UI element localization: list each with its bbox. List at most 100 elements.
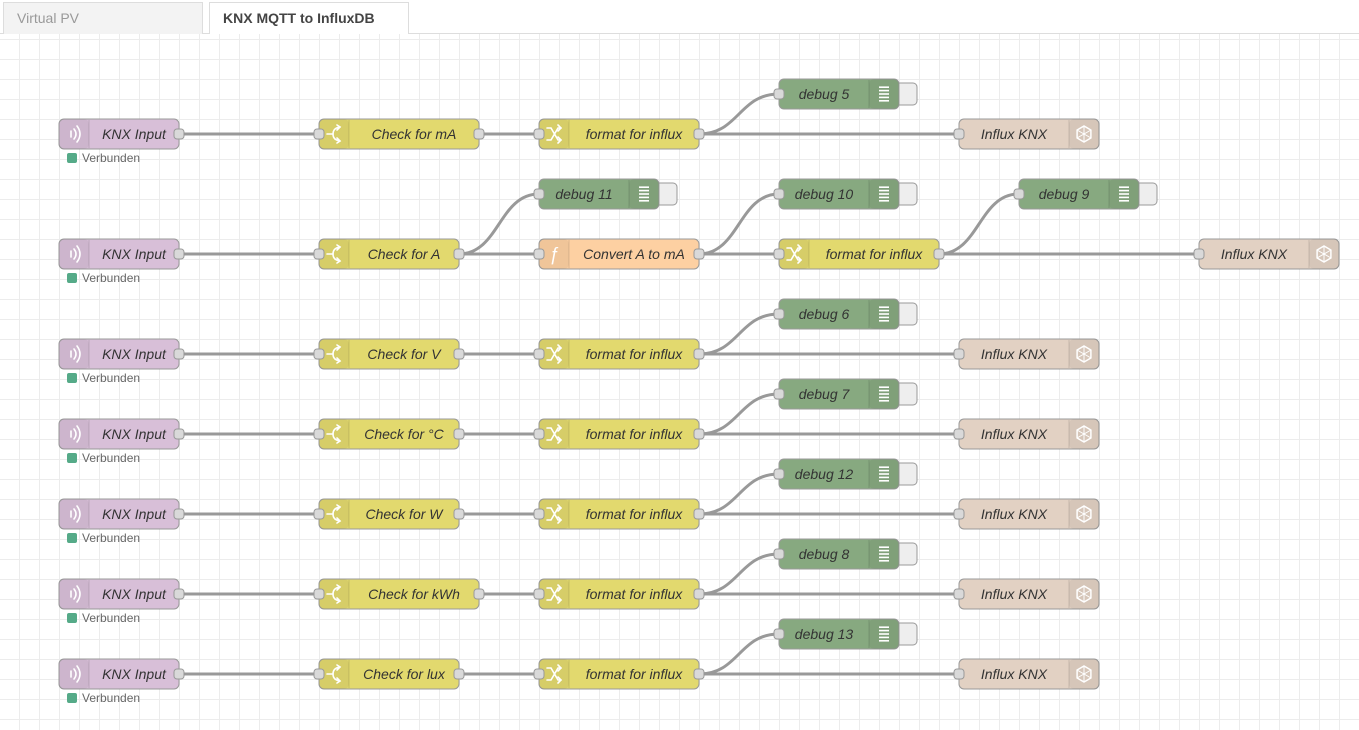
switch-node[interactable]: Check for lux [313,658,465,690]
flow-wire[interactable] [698,552,780,596]
node-port[interactable] [473,128,485,140]
node-port[interactable] [773,88,785,100]
node-port[interactable] [953,668,965,680]
switch-node[interactable]: Check for W [313,498,465,530]
node-port[interactable] [313,128,325,140]
influxdb-out-node[interactable]: Influx KNX [1193,238,1340,270]
node-port[interactable] [953,348,965,360]
node-port[interactable] [313,348,325,360]
change-node[interactable]: format for influx [533,418,705,450]
switch-node[interactable]: Check for V [313,338,465,370]
flow-wire[interactable] [698,312,780,356]
debug-node[interactable]: debug 13 [773,618,918,650]
knx-input-node[interactable]: KNX Input [58,578,185,610]
change-node[interactable]: format for influx [533,338,705,370]
node-port[interactable] [953,508,965,520]
node-port[interactable] [773,188,785,200]
flow-wire[interactable] [938,192,1020,256]
node-port[interactable] [1013,188,1025,200]
change-node[interactable]: format for influx [533,658,705,690]
node-port[interactable] [533,668,545,680]
node-port[interactable] [533,128,545,140]
node-port[interactable] [453,348,465,360]
node-port[interactable] [313,668,325,680]
knx-input-node[interactable]: KNX Input [58,118,185,150]
flow-wire[interactable] [458,192,540,256]
node-port[interactable] [453,508,465,520]
flow-canvas[interactable] [0,34,1359,730]
node-port[interactable] [533,348,545,360]
node-port[interactable] [953,128,965,140]
flow-wire[interactable] [698,92,780,136]
node-port[interactable] [773,548,785,560]
node-port[interactable] [533,508,545,520]
node-port[interactable] [173,348,185,360]
switch-node[interactable]: Check for °C [313,418,465,450]
node-port[interactable] [173,428,185,440]
debug-node[interactable]: debug 12 [773,458,918,490]
knx-input-node[interactable]: KNX Input [58,658,185,690]
node-port[interactable] [953,428,965,440]
node-port[interactable] [933,248,945,260]
node-port[interactable] [773,308,785,320]
node-port[interactable] [693,348,705,360]
node-port[interactable] [773,628,785,640]
debug-node[interactable]: debug 5 [773,78,918,110]
node-port[interactable] [313,248,325,260]
switch-node[interactable]: Check for A [313,238,465,270]
node-port[interactable] [533,588,545,600]
switch-node[interactable]: Check for mA [313,118,485,150]
node-port[interactable] [473,588,485,600]
knx-input-node[interactable]: KNX Input [58,338,185,370]
node-port[interactable] [173,668,185,680]
node-port[interactable] [533,428,545,440]
node-port[interactable] [1193,248,1205,260]
change-node[interactable]: format for influx [773,238,945,270]
flow-wire[interactable] [698,192,780,256]
node-port[interactable] [693,128,705,140]
node-port[interactable] [453,248,465,260]
node-port[interactable] [313,428,325,440]
flow-wire[interactable] [698,632,780,676]
change-node[interactable]: format for influx [533,578,705,610]
debug-node[interactable]: debug 10 [773,178,918,210]
influxdb-out-node[interactable]: Influx KNX [953,658,1100,690]
node-port[interactable] [173,128,185,140]
knx-input-node[interactable]: KNX Input [58,238,185,270]
node-port[interactable] [453,428,465,440]
node-port[interactable] [173,248,185,260]
influxdb-out-node[interactable]: Influx KNX [953,578,1100,610]
node-port[interactable] [953,588,965,600]
node-port[interactable] [693,248,705,260]
debug-node[interactable]: debug 7 [773,378,918,410]
node-port[interactable] [773,248,785,260]
node-port[interactable] [693,508,705,520]
node-port[interactable] [533,188,545,200]
knx-input-node[interactable]: KNX Input [58,418,185,450]
node-port[interactable] [533,248,545,260]
switch-node[interactable]: Check for kWh [313,578,485,610]
node-port[interactable] [773,468,785,480]
knx-input-node[interactable]: KNX Input [58,498,185,530]
node-port[interactable] [773,388,785,400]
debug-node[interactable]: debug 11 [533,178,678,210]
change-node[interactable]: format for influx [533,498,705,530]
node-port[interactable] [313,588,325,600]
node-port[interactable] [693,428,705,440]
debug-node[interactable]: debug 8 [773,538,918,570]
node-port[interactable] [453,668,465,680]
influxdb-out-node[interactable]: Influx KNX [953,418,1100,450]
node-port[interactable] [313,508,325,520]
flow-wire[interactable] [698,392,780,436]
node-port[interactable] [173,508,185,520]
debug-node[interactable]: debug 6 [773,298,918,330]
influxdb-out-node[interactable]: Influx KNX [953,498,1100,530]
node-port[interactable] [693,668,705,680]
influxdb-out-node[interactable]: Influx KNX [953,338,1100,370]
change-node[interactable]: format for influx [533,118,705,150]
node-port[interactable] [173,588,185,600]
tab-knx-mqtt-to-influxdb[interactable]: KNX MQTT to InfluxDB [209,2,409,35]
tab-virtual-pv[interactable]: Virtual PV [3,2,203,34]
flow-wire[interactable] [698,472,780,516]
